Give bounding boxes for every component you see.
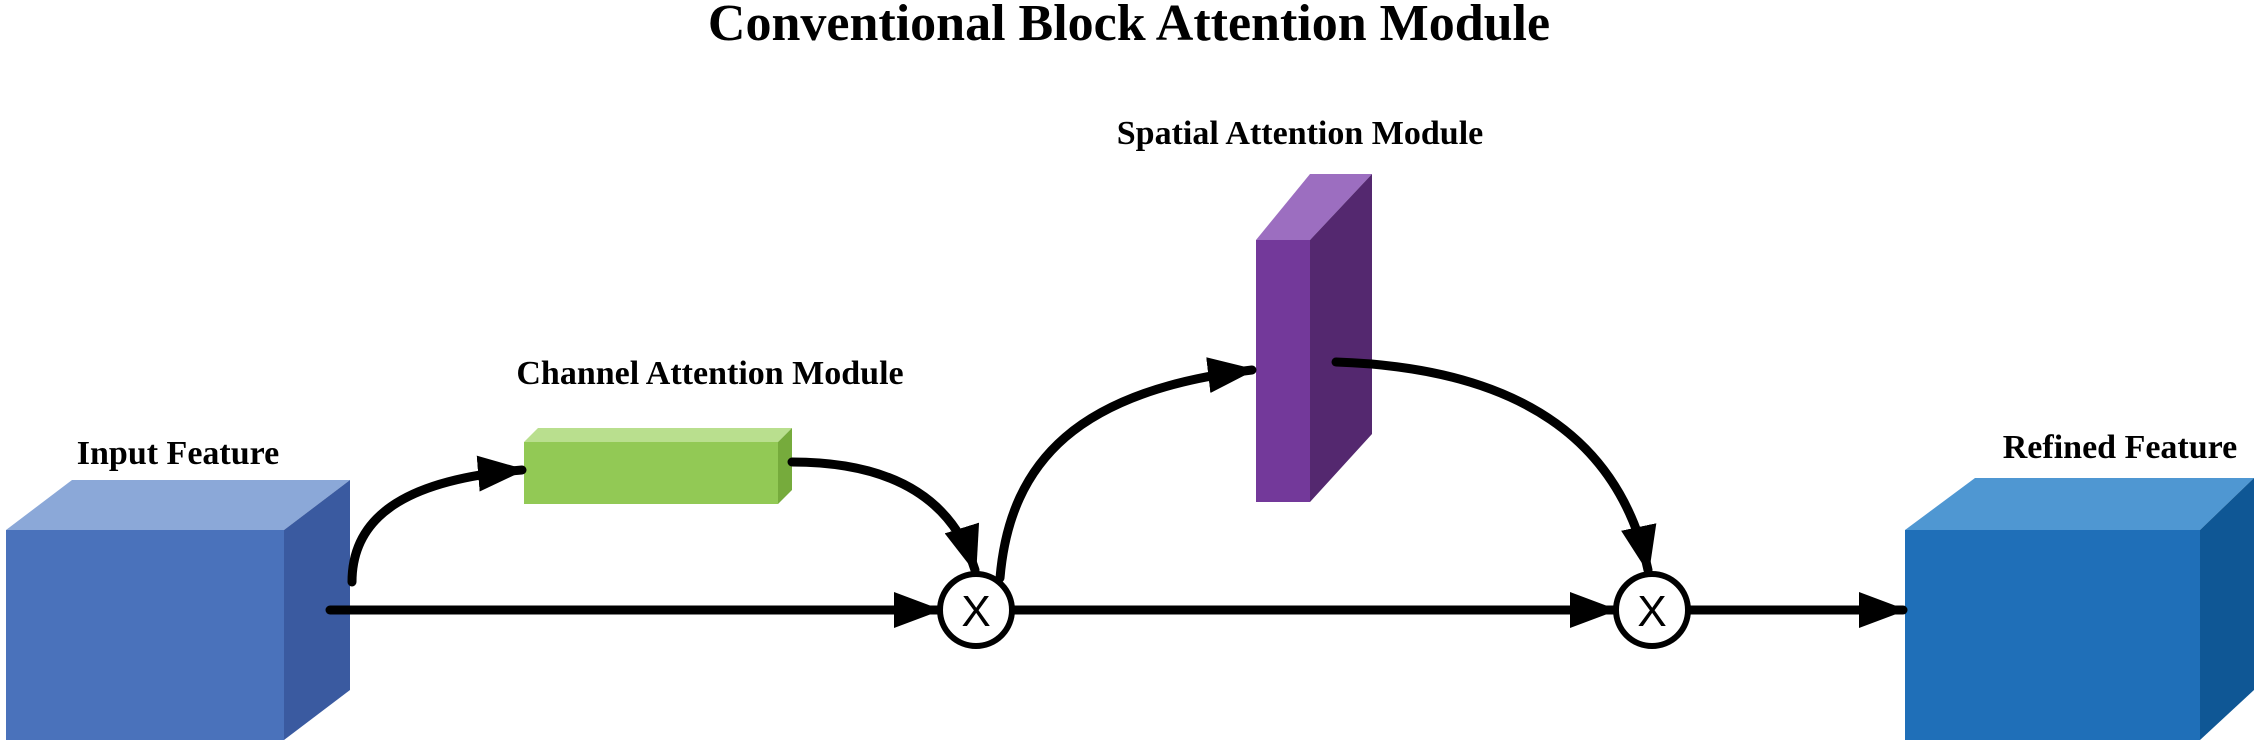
channel-attention-block (524, 428, 792, 504)
channel-attention-front-face (524, 442, 778, 504)
multiply-node-1: X (937, 571, 1015, 649)
spatial-attention-block (1256, 174, 1372, 502)
input-feature-front-face (6, 530, 284, 740)
arrow-multiply-1-to-spatial-attention (995, 357, 1257, 583)
refined-feature-side-face (2200, 478, 2254, 740)
input-feature-top-face (6, 480, 350, 530)
spatial-attention-label: Spatial Attention Module (1117, 115, 1483, 152)
input-feature-label: Input Feature (77, 435, 279, 472)
multiply-2-circle (1613, 571, 1691, 649)
multiply-2-symbol: X (1637, 587, 1666, 636)
refined-feature-front-face (1905, 530, 2200, 740)
multiply-1-circle (937, 571, 1015, 649)
arrow-channel-attention-to-multiply-1 (787, 457, 980, 575)
multiply-1-symbol: X (961, 587, 990, 636)
input-feature-side-face (284, 480, 350, 740)
arrow-input-to-channel-attention (347, 455, 527, 587)
refined-feature-block (1905, 478, 2254, 740)
input-feature-block (6, 480, 350, 740)
diagram-title: Conventional Block Attention Module (708, 0, 1550, 52)
channel-attention-label: Channel Attention Module (516, 355, 903, 392)
spatial-attention-side-face (1310, 174, 1372, 502)
channel-attention-side-face (778, 428, 792, 504)
multiply-node-2: X (1613, 571, 1691, 649)
spatial-attention-top-face (1256, 174, 1372, 240)
refined-feature-top-face (1905, 478, 2254, 530)
refined-feature-label: Refined Feature (2003, 429, 2237, 466)
arrow-spatial-attention-to-multiply-2 (1331, 357, 1657, 575)
spatial-attention-front-face (1256, 240, 1310, 502)
channel-attention-top-face (524, 428, 792, 442)
